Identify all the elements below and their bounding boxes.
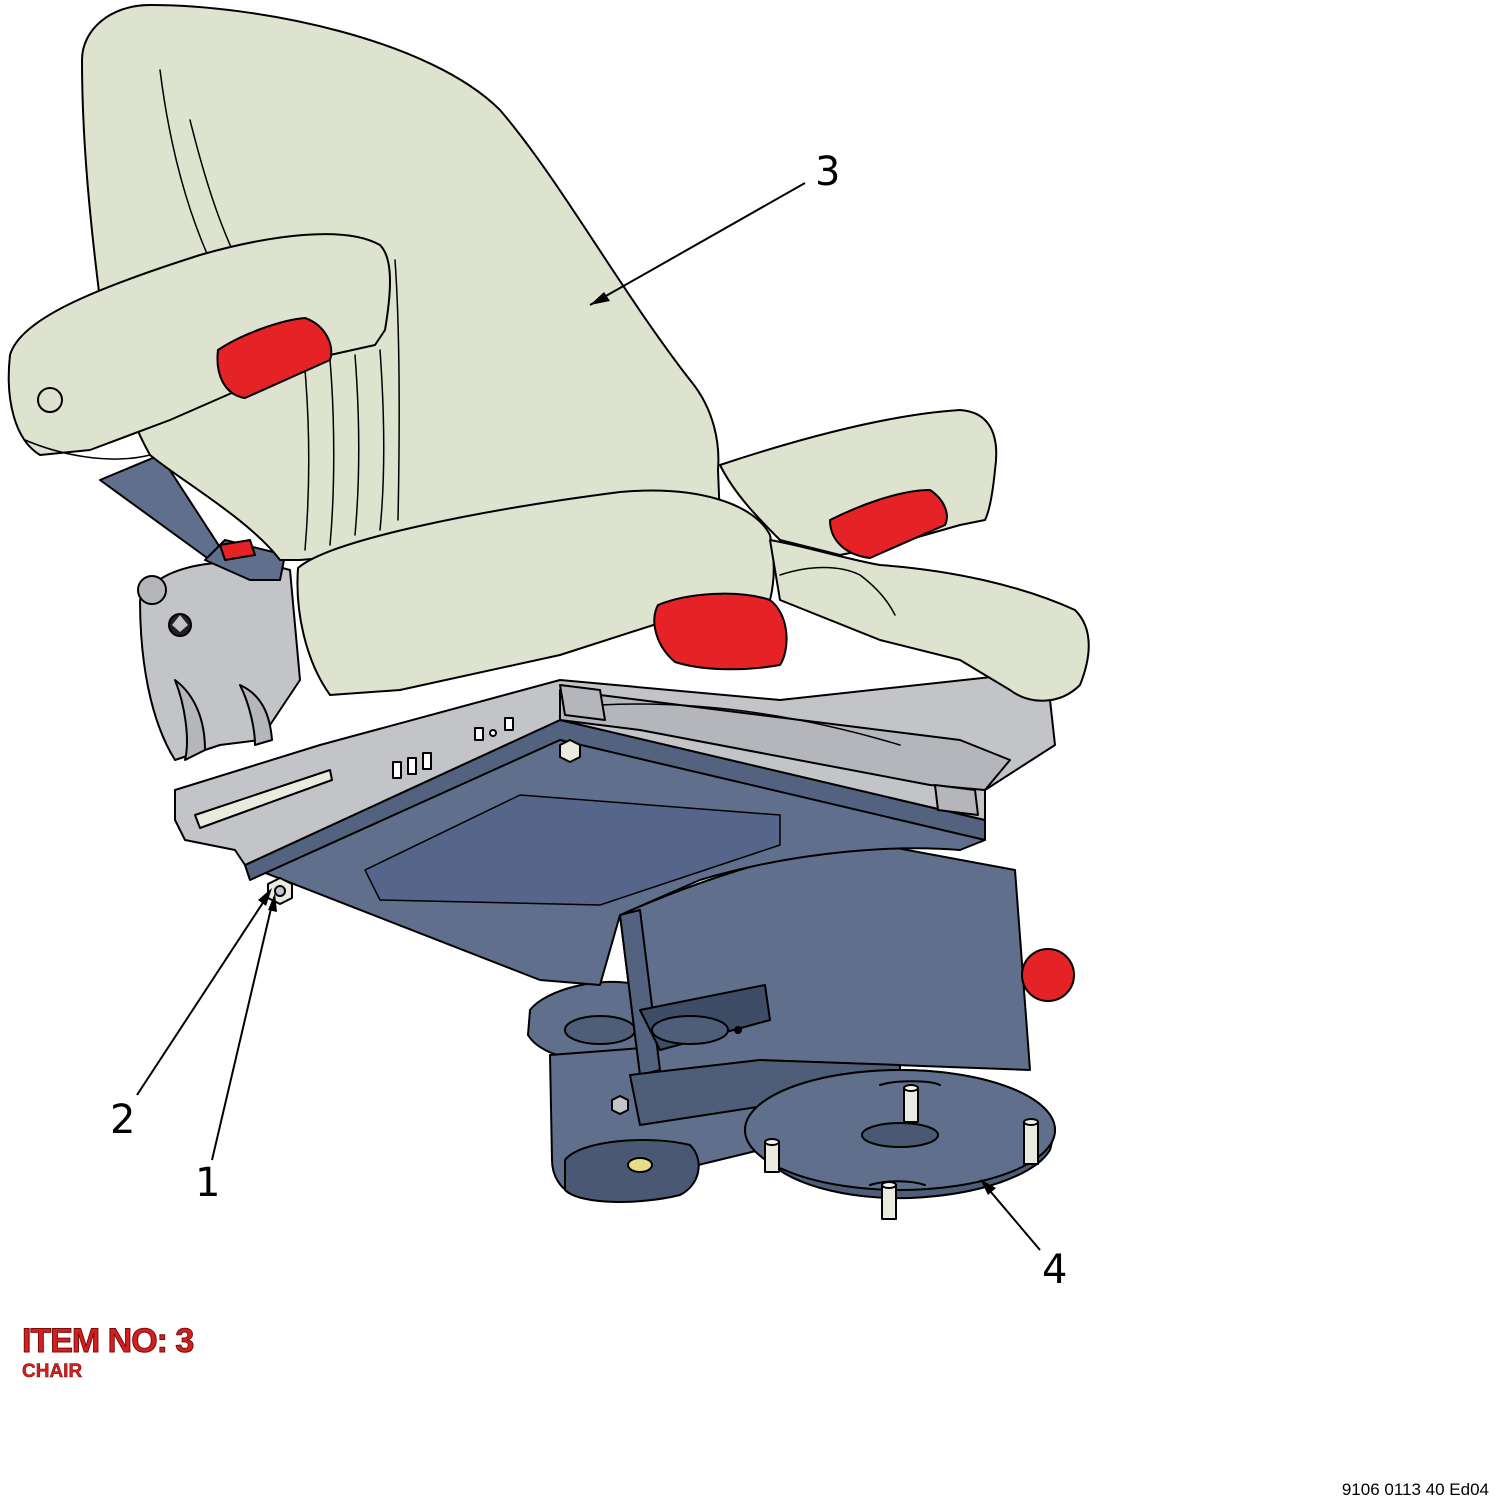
- callout-2: 2: [110, 1097, 136, 1143]
- mounting-plate: [244, 719, 986, 986]
- document-id: 9106 0113 40 Ed04: [1341, 1480, 1489, 1499]
- callout-3: 3: [815, 149, 841, 195]
- item-number-label: ITEM NO: 3: [21, 1322, 194, 1361]
- chair-upholstery: [7, 4, 1090, 702]
- callout-1: 1: [195, 1160, 221, 1206]
- leader-lines: [136, 182, 1041, 1251]
- adjustment-knob-red: [1021, 948, 1075, 1002]
- seat-front-handle-red: [653, 592, 788, 671]
- armrest-handle-red: [216, 317, 333, 399]
- swivel-base: [527, 844, 1075, 1220]
- item-name-label: CHAIR: [22, 1361, 83, 1383]
- seat-frame: [99, 454, 1056, 866]
- armrest-handle-red-right: [829, 489, 948, 559]
- callout-4: 4: [1042, 1247, 1068, 1293]
